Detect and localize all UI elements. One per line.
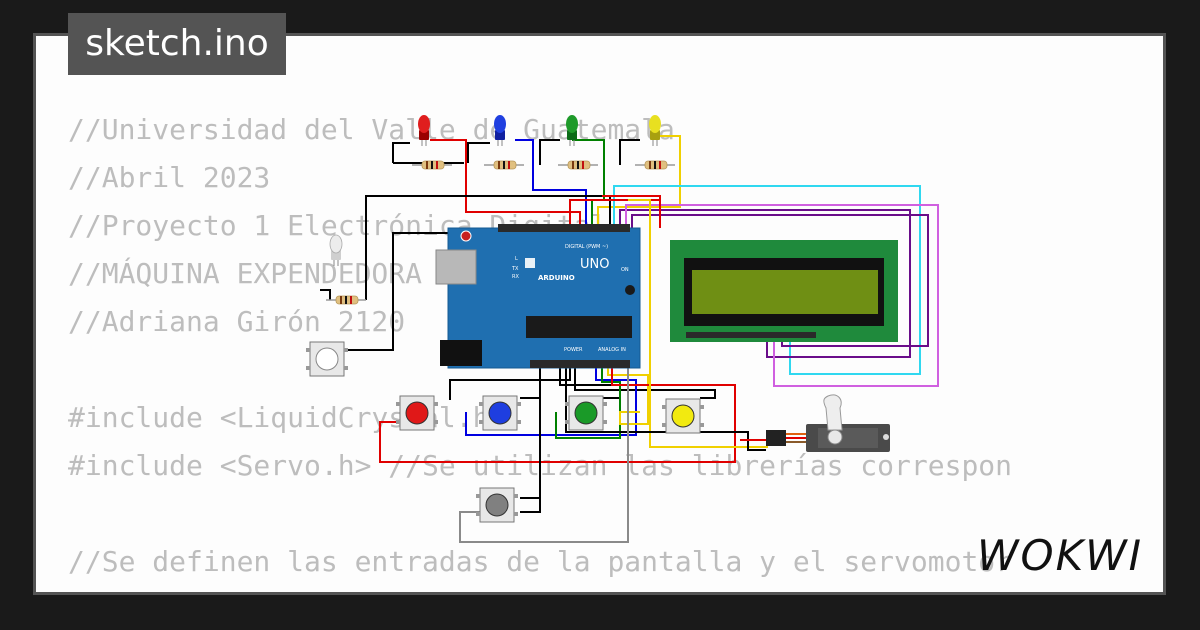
wire-black-gnd-4 [539, 139, 560, 165]
lcd-display [670, 240, 898, 342]
wire-black-btn-blue [520, 385, 541, 399]
resistor-3[interactable] [558, 160, 598, 170]
led-red[interactable] [418, 115, 430, 146]
wire-green-led [572, 139, 605, 228]
button-gray[interactable] [476, 487, 518, 523]
wire-yellow-led [597, 135, 681, 228]
resistor-4[interactable] [635, 160, 675, 170]
wire-red-btn-bus [379, 362, 736, 463]
wire-black-servo-2 [565, 362, 766, 451]
servo-motor[interactable] [766, 394, 890, 452]
led-green[interactable] [566, 115, 578, 146]
wire-green-btn [555, 362, 621, 439]
led-white[interactable] [329, 234, 343, 266]
button-yellow[interactable] [662, 398, 704, 434]
wire-yellow-btn [607, 362, 649, 425]
board-on-label: ON [621, 267, 629, 273]
button-white[interactable] [306, 341, 348, 377]
wire-blue-led [515, 139, 587, 228]
button-green[interactable] [565, 395, 607, 431]
wire-blue-btn [465, 362, 637, 436]
code-line: //Se definen las entradas de la pantalla… [68, 545, 1013, 578]
code-line: #include <LiquidCrystal.h> [68, 401, 507, 434]
wire-red-led [430, 139, 581, 228]
board-l-label: L [515, 256, 518, 262]
lcd-screen [692, 270, 878, 314]
resistor-2[interactable] [484, 160, 524, 170]
resistor-5[interactable] [326, 295, 366, 305]
wire-cyan-lcd [613, 185, 921, 375]
button-blue[interactable] [479, 395, 521, 431]
wire-purple-lcd-2 [631, 214, 929, 347]
board-analog-label: ANALOG IN [598, 347, 626, 353]
wokwi-logo-text: WOKWI [977, 531, 1143, 578]
file-tab[interactable]: sketch.ino [68, 13, 286, 75]
wire-red-lcd-power [569, 199, 661, 228]
button-red[interactable] [396, 395, 438, 431]
board-model-label: UNO [580, 257, 609, 272]
arduino-uno-board[interactable]: DIGITAL (PWM ~) UNO ARDUINO ON TX RX L P… [435, 224, 641, 369]
wire-gray-btn [459, 365, 629, 543]
wire-red-servo [740, 437, 771, 441]
wire-black-bus [365, 195, 611, 300]
wire-black-bus-3 [320, 289, 331, 300]
resistor-1[interactable] [412, 160, 452, 170]
wire-black-gnd-1 [392, 142, 410, 163]
wire-black-gray-btn [520, 492, 541, 513]
led-yellow[interactable] [649, 115, 661, 146]
wire-black-btn-red [449, 362, 571, 400]
board-tx-label: TX [511, 266, 519, 272]
wire-black-gnd-5 [619, 139, 640, 165]
wire-yellow-servo [628, 199, 768, 448]
board-power-label: POWER [564, 347, 583, 353]
board-brand-label: ARDUINO [538, 274, 575, 282]
wire-purple-lcd [619, 209, 911, 358]
code-line: #include <Servo.h> //Se utilizan las lib… [68, 449, 1013, 482]
wire-black-btn-yellow [574, 362, 716, 399]
wires [320, 135, 939, 543]
wire-black-servo [520, 362, 541, 499]
wire-pink-lcd [625, 204, 939, 387]
wokwi-logo: WOKWI [977, 531, 1143, 578]
code-text: //Universidad del Valle de Guatemala//Ab… [68, 106, 1013, 592]
board-rx-label: RX [512, 274, 519, 280]
wire-black-gnd-3 [467, 142, 490, 163]
board-digital-label: DIGITAL (PWM ~) [565, 244, 608, 250]
led-blue[interactable] [494, 115, 506, 146]
code-editor-panel: //Universidad del Valle de Guatemala//Ab… [33, 33, 1166, 595]
code-line: //Abril 2023 [68, 161, 271, 194]
